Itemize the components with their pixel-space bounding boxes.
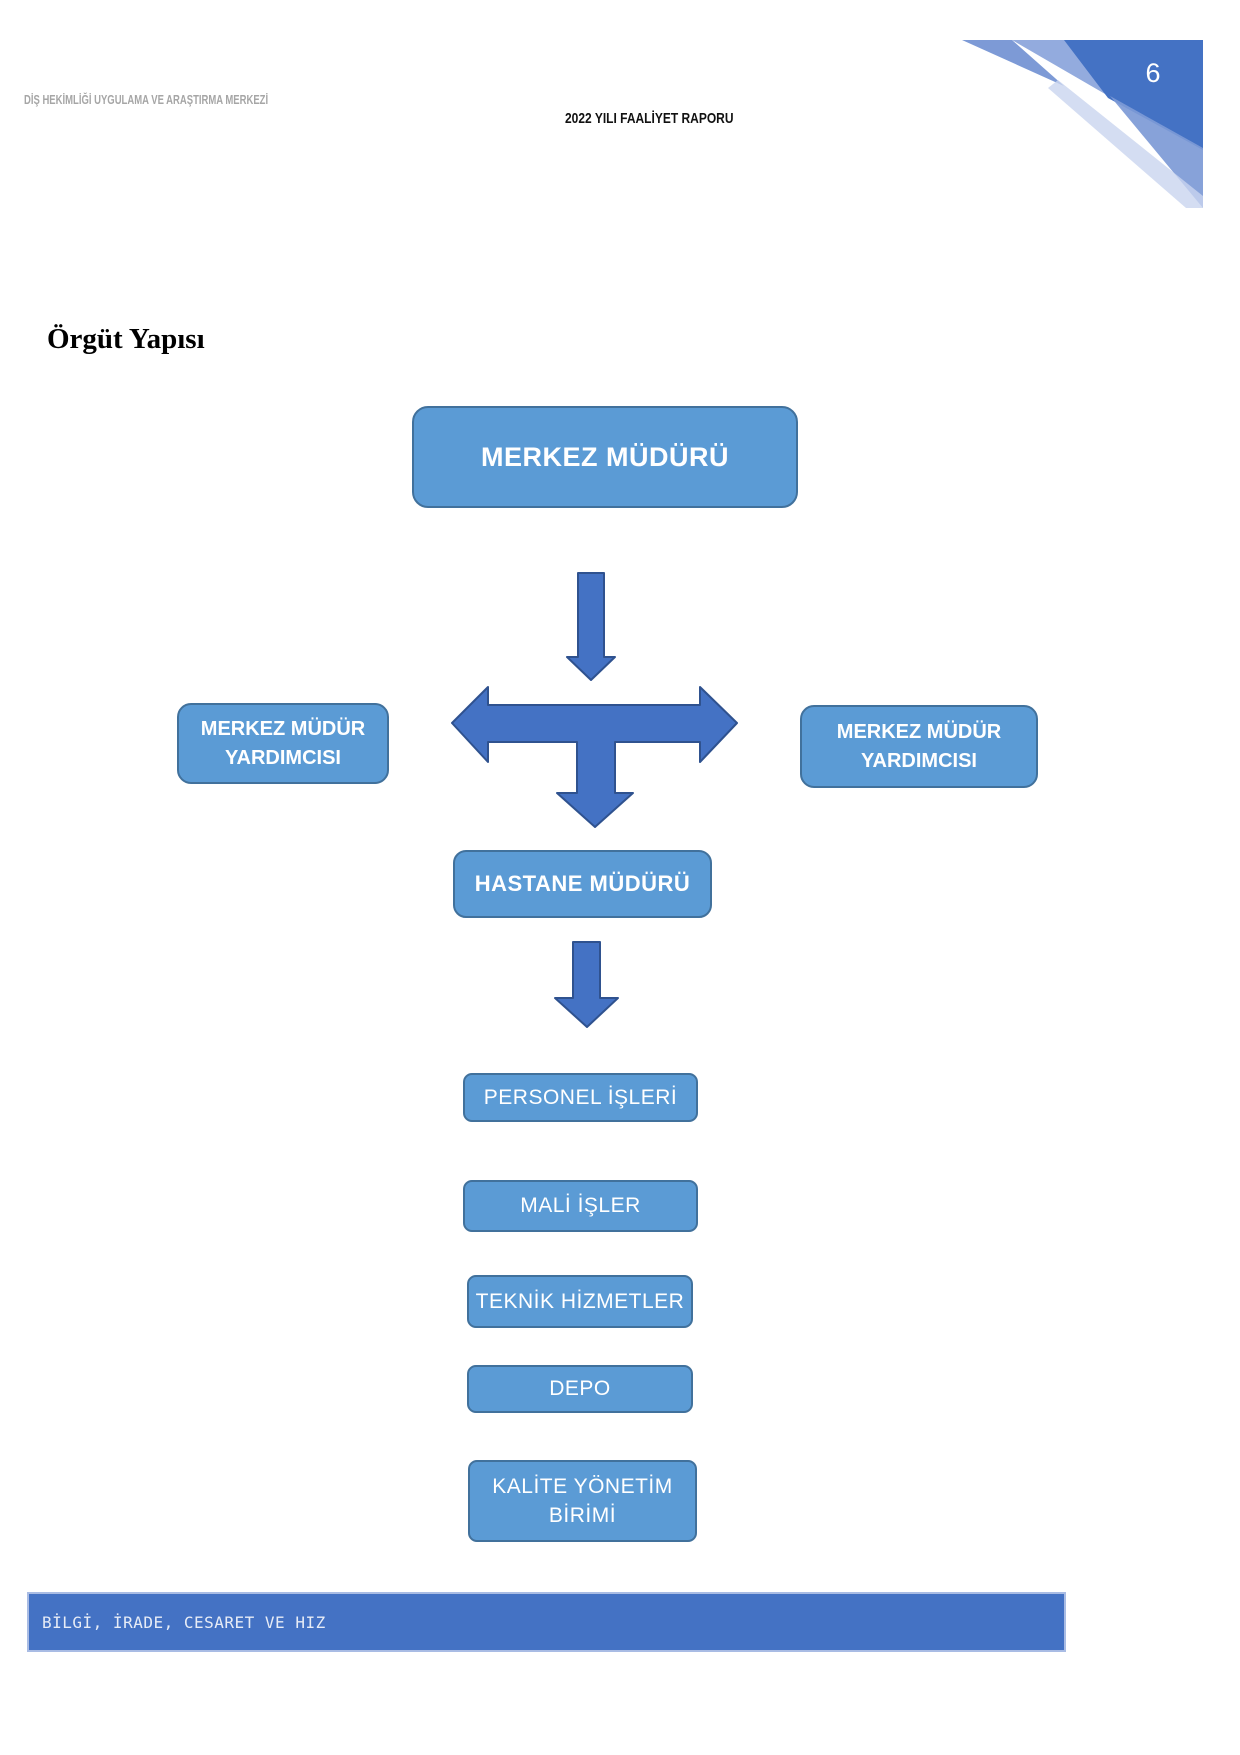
org-node-label: HASTANE MÜDÜRÜ bbox=[474, 871, 691, 896]
footer-motto-text: BİLGİ, İRADE, CESARET VE HIZ bbox=[42, 1612, 326, 1632]
org-node-label: MERKEZ MÜDÜRÜ bbox=[481, 441, 729, 472]
org-node-hastane-muduru: HASTANE MÜDÜRÜ bbox=[453, 850, 712, 918]
corner-triangle bbox=[1048, 80, 1203, 208]
org-node-deputy-left: MERKEZ MÜDÜR YARDIMCISI bbox=[177, 703, 389, 784]
corner-accent-icon: 6 bbox=[962, 40, 1203, 208]
down-arrow-icon bbox=[554, 941, 619, 1028]
header-org-name: DİŞ HEKİMLİĞİ UYGULAMA VE ARAŞTIRMA MERK… bbox=[24, 92, 269, 107]
cross-arrows-icon bbox=[451, 686, 738, 828]
org-node-label: DEPO bbox=[549, 1377, 611, 1400]
org-node-label: MERKEZ MÜDÜR YARDIMCISI bbox=[836, 720, 1002, 772]
org-node-kalite-yonetim-birimi: KALİTE YÖNETİM BİRİMİ bbox=[468, 1460, 697, 1542]
corner-triangle bbox=[1012, 40, 1112, 98]
org-node-depo: DEPO bbox=[467, 1365, 693, 1413]
org-node-deputy-right: MERKEZ MÜDÜR YARDIMCISI bbox=[800, 705, 1038, 788]
org-node-personel-isleri: PERSONEL İŞLERİ bbox=[463, 1073, 698, 1122]
org-node-label: KALİTE YÖNETİM BİRİMİ bbox=[492, 1475, 673, 1527]
org-node-label: MALİ İŞLER bbox=[520, 1194, 641, 1217]
org-node-label: PERSONEL İŞLERİ bbox=[483, 1085, 678, 1109]
corner-triangle bbox=[1064, 40, 1203, 150]
page-title: Örgüt Yapısı bbox=[47, 323, 205, 355]
org-node-teknik-hizmetler: TEKNİK HİZMETLER bbox=[467, 1275, 693, 1328]
down-arrow-icon bbox=[566, 572, 616, 681]
org-node-merkez-muduru: MERKEZ MÜDÜRÜ bbox=[412, 406, 798, 508]
page-number: 6 bbox=[1145, 58, 1160, 88]
org-node-label: TEKNİK HİZMETLER bbox=[475, 1289, 685, 1313]
org-node-label: MERKEZ MÜDÜR YARDIMCISI bbox=[200, 717, 366, 769]
header-report-title: 2022 YILI FAALİYET RAPORU bbox=[565, 110, 734, 127]
corner-triangle bbox=[962, 40, 1064, 86]
footer-motto-banner: BİLGİ, İRADE, CESARET VE HIZ bbox=[27, 1592, 1066, 1652]
org-node-mali-isler: MALİ İŞLER bbox=[463, 1180, 698, 1232]
